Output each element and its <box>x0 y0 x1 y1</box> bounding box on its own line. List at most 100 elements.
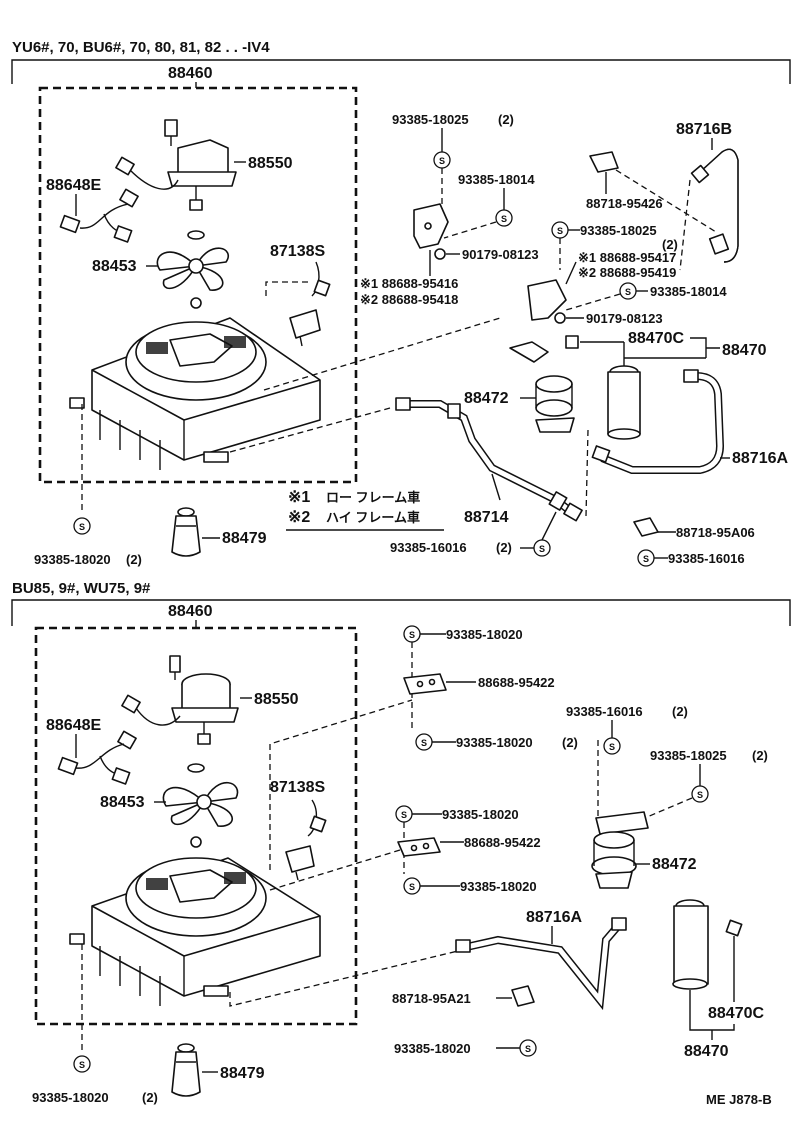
clamp <box>589 151 619 173</box>
s-bolt-icon: S <box>533 539 551 557</box>
receiver-drier <box>672 899 743 990</box>
s-bolt-icon: S <box>415 733 433 751</box>
label-88688-95422-b: 88688-95422 <box>464 835 541 850</box>
label-90179-08123: 90179-08123 <box>462 247 539 262</box>
label-88688-95416: ※1 88688-95416 <box>360 276 458 291</box>
wire-harness <box>57 694 181 785</box>
receiver-holder <box>591 811 649 889</box>
s-bolt-icon: S <box>637 549 655 567</box>
section1-group-number: 88460 <box>168 65 213 82</box>
label-93385-18020-s2b: 93385-18020 <box>456 735 533 750</box>
label-93385-18020-s2d: 93385-18020 <box>460 879 537 894</box>
fan-motor <box>164 119 237 211</box>
leader <box>541 511 557 541</box>
condenser-fan-unit <box>69 857 321 1006</box>
label-93385-18025-b: 93385-18025 <box>580 223 657 238</box>
protective-cap <box>171 1043 201 1097</box>
qty-93385-18025-b: (2) <box>662 237 678 252</box>
s-bolt-icon: S <box>433 151 451 169</box>
nut <box>554 312 566 324</box>
svg-text:S: S <box>609 742 615 752</box>
svg-text:S: S <box>79 1060 85 1070</box>
label-93385-16016: 93385-16016 <box>390 540 467 555</box>
label-88470-b: 88470 <box>684 1043 729 1060</box>
svg-text:S: S <box>401 810 407 820</box>
label-88479-b: 88479 <box>220 1065 265 1082</box>
hose-88716A <box>591 369 725 474</box>
condenser-fan-unit <box>69 317 321 470</box>
label-88716A-b: 88716A <box>526 909 582 926</box>
note1-mark: ※1 <box>288 489 310 506</box>
leader <box>639 797 693 821</box>
label-93385-18020-s2a: 93385-18020 <box>446 627 523 642</box>
section1-header: YU6#, 70, BU6#, 70, 80, 81, 82 . . -IV4 <box>12 39 270 56</box>
svg-text:S: S <box>409 882 415 892</box>
s-bolt-icon: S <box>403 877 421 895</box>
note2-mark: ※2 <box>288 509 310 526</box>
label-93385-18014-b: 93385-18014 <box>650 284 727 299</box>
leader <box>269 849 401 891</box>
label-93385-18025: 93385-18025 <box>392 112 469 127</box>
clamp <box>511 985 535 1007</box>
label-88688-95418: ※2 88688-95418 <box>360 292 458 307</box>
qty-93385-16016-s2: (2) <box>672 704 688 719</box>
svg-text:S: S <box>409 630 415 640</box>
svg-text:S: S <box>643 554 649 564</box>
relay <box>289 261 331 347</box>
label-88472: 88472 <box>464 390 509 407</box>
note2-text: ハイ フレーム車 <box>326 510 420 525</box>
hose-88716A <box>455 917 627 1011</box>
svg-text:S: S <box>439 156 445 166</box>
label-88718-95426: 88718-95426 <box>586 196 663 211</box>
section2-bracket <box>11 599 791 626</box>
nut <box>434 248 446 260</box>
protective-cap <box>171 507 201 557</box>
receiver-drier <box>565 335 641 440</box>
relay <box>285 799 327 881</box>
label-88550: 88550 <box>248 155 293 172</box>
bracket <box>403 673 447 695</box>
label-93385-18020: 93385-18020 <box>34 552 111 567</box>
section1-bracket <box>11 59 791 84</box>
s-bolt-icon: S <box>551 221 569 239</box>
bracket <box>397 837 441 857</box>
label-88688-95419: ※2 88688-95419 <box>578 265 676 280</box>
s-bolt-icon: S <box>395 805 413 823</box>
label-88648E: 88648E <box>46 177 101 194</box>
fan-assembly-frame-2 <box>34 626 358 1026</box>
diagram-code: ME J878-B <box>706 1092 772 1107</box>
hose-88716B <box>690 148 739 263</box>
svg-text:S: S <box>525 1044 531 1054</box>
svg-text:S: S <box>625 287 631 297</box>
s-bolt-icon: S <box>619 282 637 300</box>
qty-93385-18020-s2f: (2) <box>142 1090 158 1105</box>
label-88479: 88479 <box>222 530 267 547</box>
leader <box>679 179 691 271</box>
qty-93385-18020-s2b: (2) <box>562 735 578 750</box>
label-88472-b: 88472 <box>652 856 697 873</box>
label-88470C-b: 88470C <box>708 1005 764 1022</box>
s-bolt-icon: S <box>403 625 421 643</box>
label-88470C: 88470C <box>628 330 684 347</box>
pipe-88714 <box>395 397 583 522</box>
label-88718-95A06: 88718-95A06 <box>676 525 755 540</box>
label-88718-95A21: 88718-95A21 <box>392 991 471 1006</box>
s-bolt-icon: S <box>495 209 513 227</box>
label-93385-18020-s2e: 93385-18020 <box>394 1041 471 1056</box>
label-88716B: 88716B <box>676 121 732 138</box>
s-bolt-icon: S <box>519 1039 537 1057</box>
bracket <box>413 203 449 249</box>
leader <box>491 473 501 501</box>
label-93385-18020-s2f: 93385-18020 <box>32 1090 109 1105</box>
s-bolt-icon: S <box>73 1055 91 1073</box>
label-88688-95422: 88688-95422 <box>478 675 555 690</box>
svg-text:S: S <box>501 214 507 224</box>
qty-93385-18020: (2) <box>126 552 142 567</box>
svg-text:S: S <box>79 522 85 532</box>
receiver-holder <box>509 341 575 433</box>
qty-93385-16016: (2) <box>496 540 512 555</box>
s-bolt-icon: S <box>73 517 91 535</box>
leader <box>585 429 589 517</box>
label-90179-08123-b: 90179-08123 <box>586 311 663 326</box>
